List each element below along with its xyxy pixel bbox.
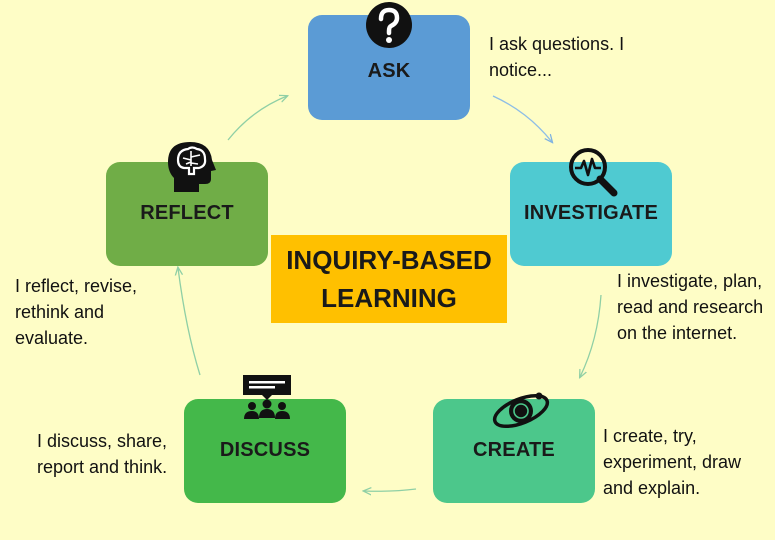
arrow-ask-to-investigate (492, 95, 552, 142)
stage-investigate-box: INVESTIGATE (510, 162, 672, 266)
stage-discuss-label: DISCUSS (219, 439, 311, 461)
stage-reflect-description: I reflect, revise, rethink and evaluate. (15, 276, 138, 348)
arrow-discuss-to-reflect (178, 268, 201, 376)
stage-investigate-description: I investigate, plan, read and research o… (617, 271, 764, 343)
center-title-line2: LEARNING (321, 283, 457, 313)
stage-discuss-description: I discuss, share, report and think. (37, 431, 168, 477)
planet-orbit-icon (492, 392, 550, 429)
presentation-group-icon (243, 375, 291, 419)
center-title-line1: INQUIRY-BASED (286, 245, 492, 275)
stage-ask-label: ASK (367, 60, 411, 82)
question-mark-icon (366, 2, 412, 48)
stage-create-box: CREATE (433, 399, 595, 503)
stage-investigate-label: INVESTIGATE (523, 202, 659, 224)
magnifier-heartbeat-icon (569, 148, 618, 197)
stage-reflect-label: REFLECT (140, 202, 234, 224)
stage-create-description: I create, try, experiment, draw and expl… (603, 426, 742, 498)
head-brain-icon (168, 142, 216, 192)
center-title-box: INQUIRY-BASED LEARNING (271, 235, 507, 323)
stage-discuss-box: DISCUSS (184, 399, 346, 503)
arrow-reflect-to-ask (227, 96, 287, 141)
arrow-investigate-to-create (580, 294, 602, 377)
stage-ask-description: I ask questions. I notice... (489, 34, 625, 80)
arrow-create-to-discuss (364, 489, 417, 491)
stage-create-label: CREATE (473, 439, 555, 461)
